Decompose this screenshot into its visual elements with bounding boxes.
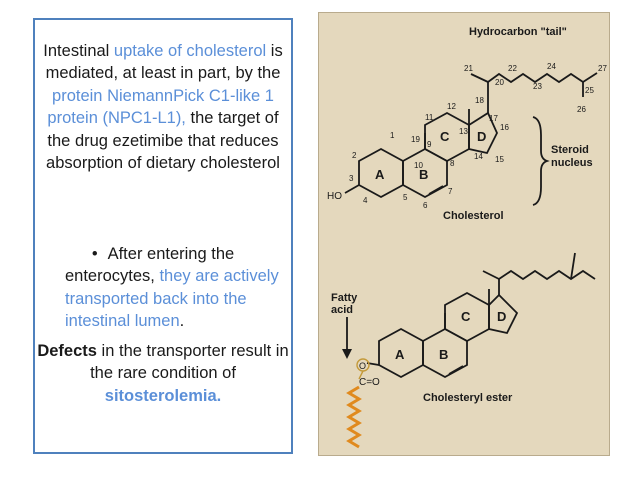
- svg-text:21: 21: [464, 64, 473, 73]
- svg-text:24: 24: [547, 62, 556, 71]
- ring-label-a: A: [375, 167, 385, 182]
- steroid-label-line-1: Steroid: [551, 144, 589, 156]
- co-label: C=O: [359, 377, 380, 388]
- cholesterol-figure: Hydrocarbon "tail" 21 20 22 23 24 25 27 …: [318, 12, 610, 456]
- svg-text:19: 19: [411, 135, 420, 144]
- svg-text:16: 16: [500, 123, 509, 132]
- ring-d: [468, 111, 498, 155]
- fatty-acid-chain: [346, 385, 362, 449]
- svg-text:17: 17: [489, 114, 498, 123]
- svg-text:26: 26: [577, 105, 586, 114]
- svg-text:20: 20: [495, 78, 504, 87]
- bullet-dot: •: [91, 245, 98, 263]
- ester-tail-methyl: [482, 270, 500, 280]
- svg-text:4: 4: [363, 196, 368, 205]
- ester-ring-label-d: D: [497, 309, 506, 324]
- svg-text:10: 10: [414, 161, 423, 170]
- intro-protein-highlight: protein NiemannPick C1-like 1 protein (N…: [47, 86, 274, 128]
- intro-paragraph: Intestinal uptake of cholesterol is medi…: [35, 40, 291, 174]
- tail-methyl-21: [470, 73, 489, 83]
- svg-text:1: 1: [390, 131, 395, 140]
- svg-text:3: 3: [349, 174, 354, 183]
- defects-bold: Defects: [37, 342, 97, 360]
- svg-text:9: 9: [427, 140, 432, 149]
- bullet-item: • After entering the enterocytes, they ar…: [35, 243, 291, 333]
- ring-label-b: B: [419, 167, 428, 182]
- intro-text-2: is mediated, at least in part, by the: [45, 42, 283, 83]
- svg-text:11: 11: [425, 113, 434, 122]
- svg-text:23: 23: [533, 82, 542, 91]
- o-label: O: [359, 361, 366, 371]
- bullet-text-2: enterocytes,: [65, 267, 160, 286]
- fatty-acid-label-line-1: Fatty: [331, 292, 358, 304]
- double-bond: [428, 185, 444, 195]
- svg-text:13: 13: [459, 127, 468, 136]
- ho-label: HO: [327, 191, 342, 202]
- intro-uptake-highlight: uptake of cholesterol: [113, 42, 267, 60]
- intro-text-1: Intestinal: [43, 42, 114, 60]
- structure-diagram: Hydrocarbon "tail" 21 20 22 23 24 25 27 …: [327, 26, 607, 449]
- svg-text:18: 18: [475, 96, 484, 105]
- fatty-acid-label-line-2: acid: [331, 304, 353, 316]
- bullet-text-1: After entering the: [107, 245, 235, 263]
- svg-text:7: 7: [448, 187, 453, 196]
- svg-text:5: 5: [403, 193, 408, 202]
- ester-ring-label-b: B: [439, 347, 448, 362]
- svg-text:27: 27: [598, 64, 607, 73]
- svg-text:15: 15: [495, 155, 504, 164]
- svg-text:14: 14: [474, 152, 483, 161]
- steroid-brace: [532, 116, 550, 206]
- bullet-highlight: they are actively transported back into …: [65, 267, 279, 331]
- defects-paragraph: Defects in the transporter result in the…: [35, 340, 291, 407]
- cholesterol-label: Cholesterol: [443, 210, 504, 222]
- ester-label: Cholesteryl ester: [423, 392, 513, 404]
- tail-methyl-27: [582, 72, 598, 83]
- sitosterolemia-highlight: sitosterolemia.: [104, 386, 222, 405]
- intro-text-3: the target of the drug ezetimibe that re…: [46, 109, 280, 173]
- svg-text:12: 12: [447, 102, 456, 111]
- ester-ring-label-a: A: [395, 347, 405, 362]
- steroid-label-line-2: nucleus: [551, 157, 593, 169]
- bullet-end: .: [179, 312, 185, 331]
- ring-label-c: C: [440, 129, 450, 144]
- tail-label: Hydrocarbon "tail": [469, 26, 567, 38]
- hydrocarbon-tail: [487, 72, 584, 97]
- ester-double-bond: [448, 365, 464, 375]
- text-box: Intestinal uptake of cholesterol is medi…: [33, 18, 293, 454]
- svg-text:25: 25: [585, 86, 594, 95]
- svg-text:6: 6: [423, 201, 428, 210]
- hydroxyl-bond: [344, 184, 360, 194]
- defects-text: in the transporter result in the rare co…: [90, 342, 289, 383]
- ring-label-d: D: [477, 129, 486, 144]
- ester-ring-label-c: C: [461, 309, 471, 324]
- ester-tail: [498, 269, 596, 295]
- svg-text:2: 2: [352, 151, 357, 160]
- ester-ring-d: [488, 293, 519, 335]
- ester-tail-branch: [570, 252, 576, 280]
- arrow-head-icon: [342, 349, 352, 359]
- o-c-bond: [358, 370, 364, 380]
- svg-text:22: 22: [508, 64, 517, 73]
- svg-text:8: 8: [450, 159, 455, 168]
